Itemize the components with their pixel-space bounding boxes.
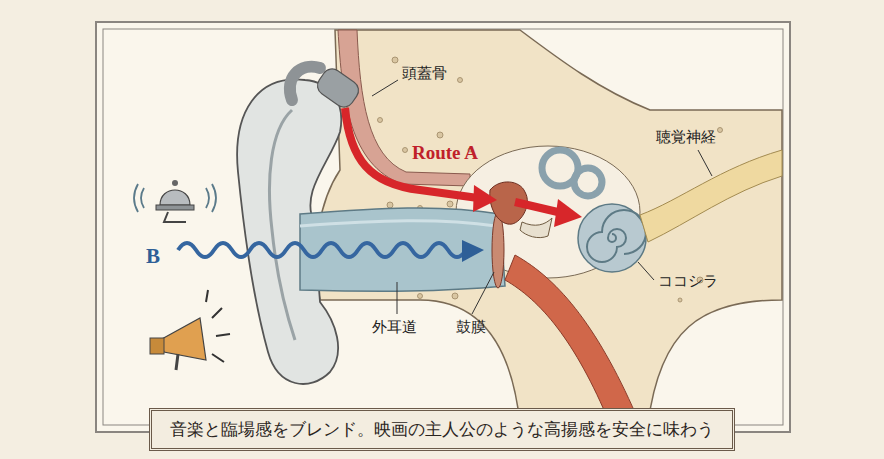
bone-conduction-headphone-part (314, 65, 363, 111)
leader-lines-part (372, 80, 398, 96)
bell-icon (134, 180, 216, 222)
route-b-wave-part (462, 240, 484, 262)
cochlea (578, 204, 646, 272)
eardrum-ossicles-part (520, 218, 552, 238)
caption: 音楽と臨場感をブレンド。映画の主人公のような高揚感を安全に味わう (149, 408, 735, 451)
frame-part (103, 29, 783, 425)
leader-lines-part (698, 150, 712, 176)
eustachian-tube-part (505, 255, 640, 424)
route-a-arrow-part (515, 202, 562, 213)
auricle-part (269, 110, 295, 340)
bell-icon-part (134, 184, 216, 212)
eardrum-ossicles-part (492, 212, 504, 288)
semicircular-canals-part (574, 168, 602, 196)
skull-bone-part-part (387, 202, 393, 208)
route-label: Route A (412, 142, 478, 165)
part-label: 外耳道 (372, 318, 417, 336)
route-a-arrow-part (473, 185, 497, 212)
auditory-nerve-part (640, 150, 782, 242)
part-label: 聴覚神経 (656, 128, 716, 146)
skull-bone-part-part (447, 201, 453, 207)
cochlea-part (587, 210, 646, 262)
part-label: 頭蓋骨 (402, 64, 447, 82)
megaphone-icon-part (176, 354, 178, 370)
route-a-arrow-part (345, 108, 478, 198)
caption-banner: 音楽と臨場感をブレンド。映画の主人公のような高揚感を安全に味わう (0, 408, 884, 451)
ear-canal-part (300, 221, 496, 226)
skull-bone-part-part (678, 298, 682, 302)
skull-bone-part-part (378, 118, 383, 123)
frame (96, 22, 790, 432)
skull-bone-part-part (418, 294, 423, 299)
ear-canal-part (300, 208, 505, 291)
route-b-wave-part (178, 243, 466, 257)
skull-bone-part-part (458, 78, 463, 83)
bell-icon-part (164, 212, 186, 222)
route-a-arrow-part (554, 199, 582, 227)
skull-bone-part-part (718, 128, 723, 133)
part-label: ココシラ (658, 272, 718, 290)
leader-lines-part (397, 282, 398, 314)
bone-conduction-headphone-part (290, 67, 320, 100)
skull-bone-part-part (437, 132, 443, 138)
bell-icon-part (172, 180, 178, 186)
skull-bone-part-part (403, 148, 408, 153)
auditory-nerve (640, 150, 782, 242)
semicircular-canals (542, 150, 602, 196)
skull-bone-part-part (452, 293, 458, 299)
route-b-wave (178, 240, 484, 262)
part-label: 鼓膜 (456, 318, 486, 336)
eardrum-ossicles (490, 182, 552, 288)
cochlea-part (578, 204, 646, 272)
bone-conduction-headphone (290, 65, 363, 111)
route-a-arrow (345, 108, 582, 227)
leader-lines-part (472, 272, 494, 314)
eustachian-tube (505, 255, 640, 424)
leader-lines-part (638, 262, 654, 280)
megaphone-icon (150, 290, 230, 370)
bell-icon-part (160, 190, 190, 205)
route-label: B (146, 244, 160, 269)
skull-bone-part-part (392, 57, 398, 63)
megaphone-icon-part (160, 318, 206, 360)
megaphone-icon-part (206, 290, 230, 362)
ear-canal (300, 208, 505, 291)
megaphone-icon-part (150, 338, 164, 354)
bell-icon-part (156, 205, 194, 210)
frame-part (96, 22, 790, 432)
